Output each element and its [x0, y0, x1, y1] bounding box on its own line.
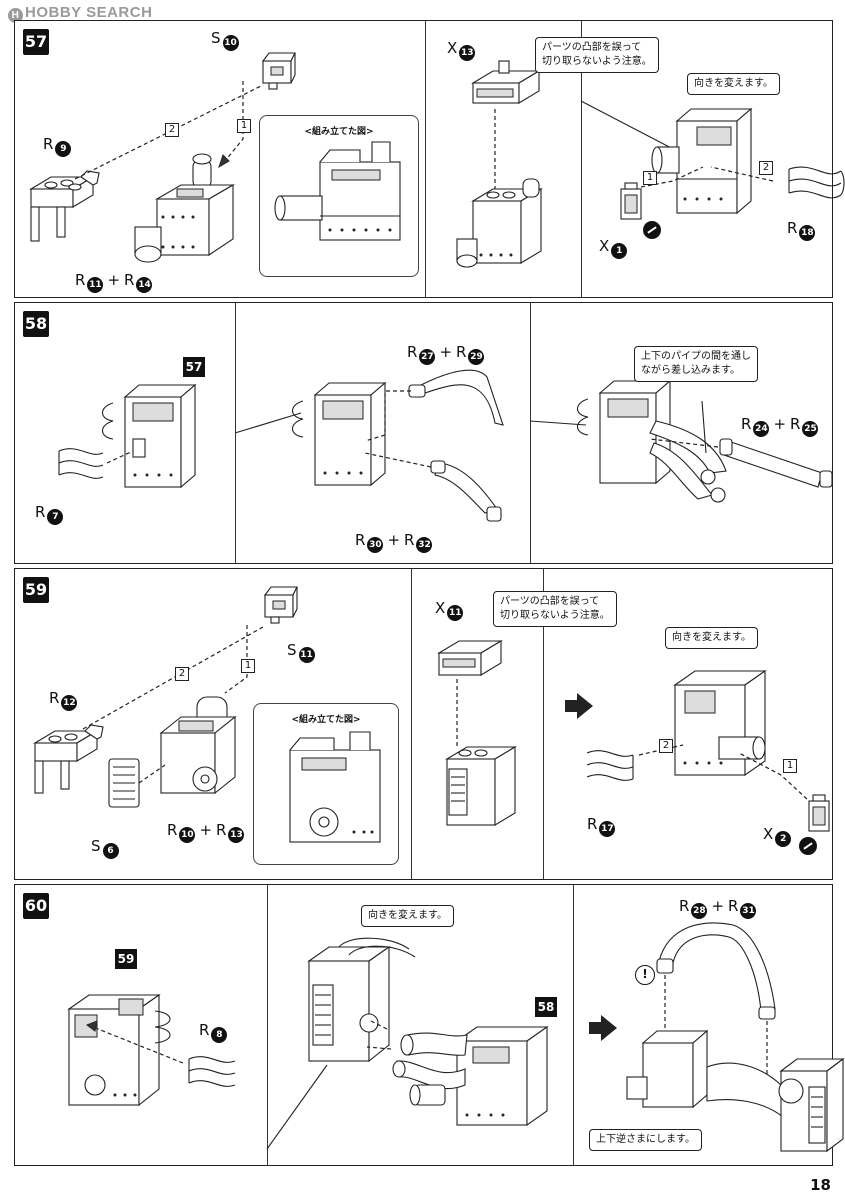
- divider: [425, 21, 426, 297]
- divider: [581, 21, 582, 297]
- caution-callout: パーツの凸部を誤って 切り取らないよう注意。: [493, 591, 617, 627]
- inset-title: <組み立てた図>: [291, 715, 361, 725]
- divider: [530, 303, 531, 563]
- step-60-sub2-illustration: [266, 937, 549, 1150]
- step-58-sub1-illustration: [58, 383, 197, 489]
- step-58-sub3-illustration: [529, 379, 833, 503]
- step-59-sub2-illustration: [437, 640, 517, 826]
- step-60-sub3-illustration: [626, 922, 845, 1153]
- insert-callout: 上下のパイプの間を通し ながら差し込みます。: [634, 346, 758, 382]
- sequence-2: 2: [759, 161, 773, 175]
- reference-step-57: 57: [183, 357, 205, 377]
- step-number: 58: [23, 311, 49, 337]
- step-57-sub1-illustration: [29, 52, 296, 263]
- next-arrow-icon: [589, 1015, 617, 1041]
- hobby-search-logo-icon: H: [8, 8, 23, 23]
- sequence-2: 2: [175, 667, 189, 681]
- cut-gate-icon: [643, 221, 661, 239]
- step-number: 60: [23, 893, 49, 919]
- reference-step-59: 59: [115, 949, 137, 969]
- flip-callout: 上下逆さまにします。: [589, 1129, 702, 1151]
- step-59-panel: 59: [14, 568, 833, 880]
- rotate-callout: 向きを変えます。: [361, 905, 454, 927]
- rotate-callout: 向きを変えます。: [687, 73, 780, 95]
- callout-text: パーツの凸部を誤って 切り取らないよう注意。: [542, 42, 652, 67]
- next-arrow-icon: [565, 693, 593, 719]
- inset-title: <組み立てた図>: [304, 127, 374, 137]
- step-57-sub2-illustration: [456, 60, 543, 268]
- warning-icon: !: [635, 965, 655, 985]
- sequence-1: 1: [237, 119, 251, 133]
- divider: [267, 885, 268, 1165]
- assembled-inset: <組み立てた図>: [253, 703, 399, 865]
- divider: [411, 569, 412, 879]
- divider: [573, 885, 574, 1165]
- assembled-illustration: [274, 141, 401, 241]
- divider: [543, 569, 544, 879]
- step-59-sub1-illustration: [33, 586, 298, 808]
- sequence-1: 1: [241, 659, 255, 673]
- page-number: 18: [810, 1176, 831, 1194]
- caution-callout: パーツの凸部を誤って 切り取らないよう注意。: [535, 37, 659, 73]
- callout-text: パーツの凸部を誤って 切り取らないよう注意。: [500, 596, 610, 621]
- callout-text: 上下のパイプの間を通し ながら差し込みます。: [641, 351, 751, 376]
- cut-gate-icon: [799, 837, 817, 855]
- step-57-sub3-illustration: [580, 100, 845, 220]
- rotate-callout: 向きを変えます。: [665, 627, 758, 649]
- step-58-sub2-illustration: [234, 369, 504, 522]
- sequence-2: 2: [659, 739, 673, 753]
- sequence-1: 1: [783, 759, 797, 773]
- sequence-1: 1: [643, 171, 657, 185]
- assembled-illustration: [289, 731, 381, 843]
- assembled-inset: <組み立てた図>: [259, 115, 419, 277]
- step-60-sub1-illustration: [67, 993, 236, 1107]
- step-number: 57: [23, 29, 49, 55]
- step-57-panel: 57: [14, 20, 845, 298]
- reference-step-58: 58: [535, 997, 557, 1017]
- sequence-2: 2: [165, 123, 179, 137]
- step-number: 59: [23, 577, 49, 603]
- step-59-sub3-illustration: [586, 669, 830, 832]
